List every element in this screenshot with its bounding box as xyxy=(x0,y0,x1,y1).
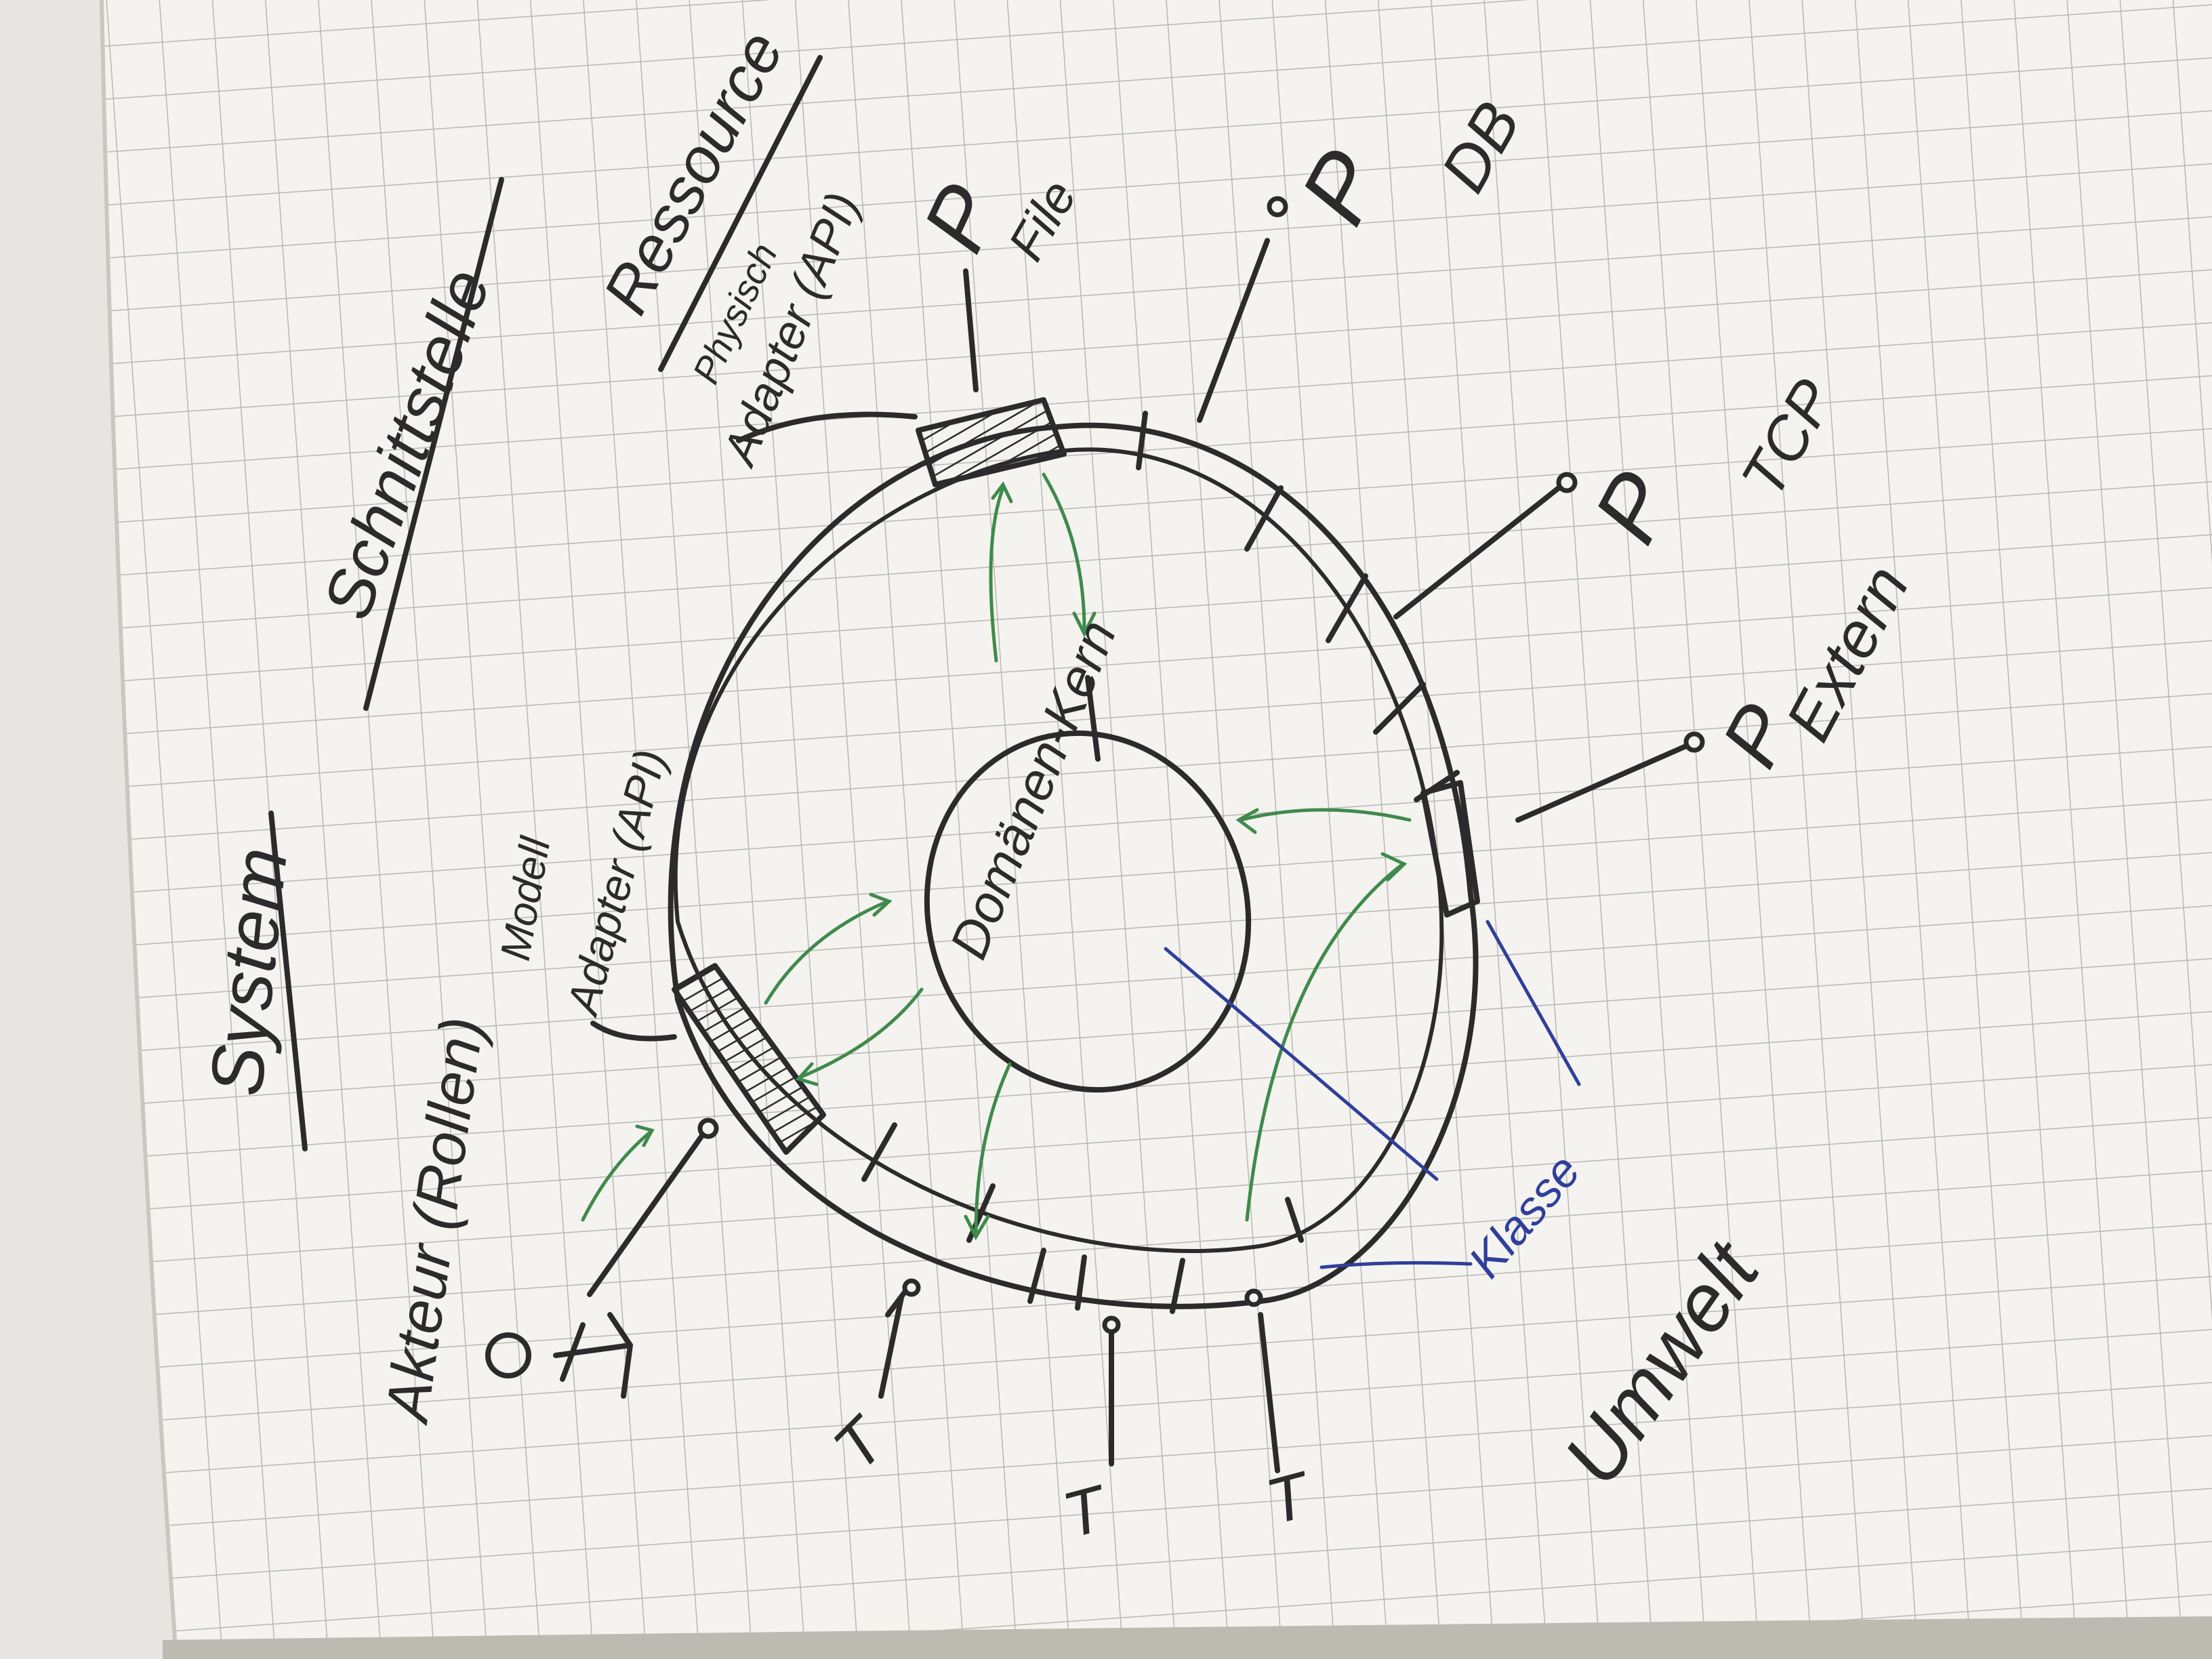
port-icon xyxy=(1102,1315,1121,1334)
port-icon xyxy=(1267,196,1288,218)
adapter-box-top xyxy=(916,397,1067,487)
paper-grid xyxy=(102,0,2212,1659)
adapter-box-right xyxy=(1420,780,1480,918)
paper-roll xyxy=(0,0,176,1659)
port-icon xyxy=(902,1278,921,1297)
port-icon xyxy=(1244,1288,1263,1307)
underline-system xyxy=(268,811,308,1151)
port-icon xyxy=(1556,472,1578,493)
domain-core xyxy=(924,730,1252,1093)
adapter-box-left xyxy=(672,963,826,1155)
underline-schnittstelle xyxy=(363,177,504,711)
port-icon xyxy=(697,1118,719,1139)
port-icon xyxy=(1683,731,1705,753)
underline-ressource xyxy=(658,55,823,372)
stick-figure-icon xyxy=(485,1312,633,1399)
paper-shadow xyxy=(163,1616,2212,1659)
